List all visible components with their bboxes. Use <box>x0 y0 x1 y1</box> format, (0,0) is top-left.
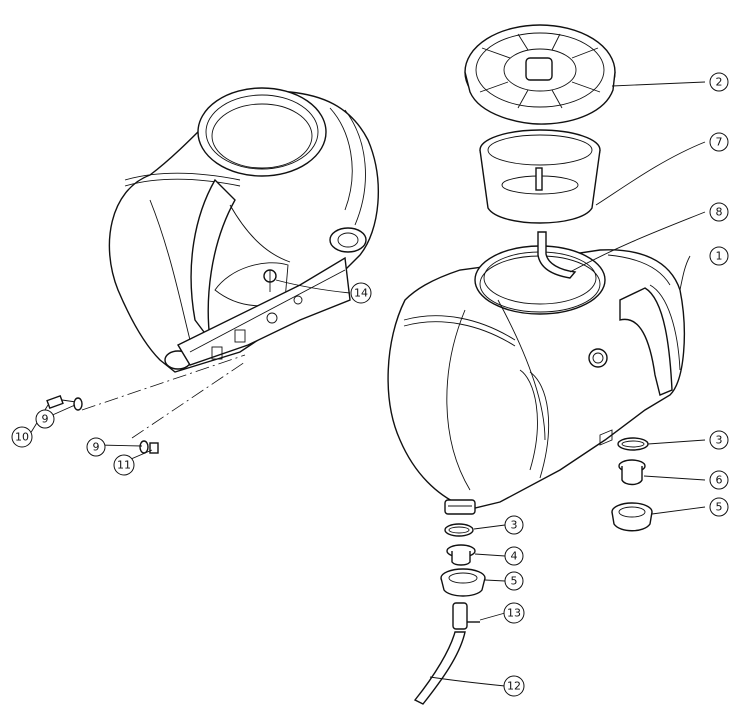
o-ring-bottom <box>444 523 474 537</box>
svg-text:5: 5 <box>511 575 518 588</box>
bolt-axis-lower <box>131 361 246 439</box>
callout-6: 6 <box>709 470 729 490</box>
callout-5-bottom: 5 <box>504 571 524 591</box>
svg-text:3: 3 <box>511 519 518 532</box>
leader-lines <box>29 81 706 687</box>
svg-text:14: 14 <box>354 287 368 300</box>
nut-bottom <box>440 568 486 597</box>
bolt-axis-upper <box>81 354 246 411</box>
o-ring-side <box>617 437 649 451</box>
callout-14: 14 <box>350 282 372 304</box>
svg-text:8: 8 <box>716 206 723 219</box>
callout-3-bottom: 3 <box>504 515 524 535</box>
svg-text:10: 10 <box>15 431 29 444</box>
callout-9-upper: 9 <box>35 409 55 429</box>
callout-2: 2 <box>709 72 729 92</box>
svg-text:1: 1 <box>716 250 723 263</box>
callout-13: 13 <box>503 602 525 624</box>
callout-12: 12 <box>503 675 525 697</box>
suction-tube <box>537 231 577 279</box>
callout-7: 7 <box>709 132 729 152</box>
callout-11: 11 <box>113 454 135 476</box>
svg-text:5: 5 <box>716 501 723 514</box>
svg-text:6: 6 <box>716 474 723 487</box>
svg-text:2: 2 <box>716 76 723 89</box>
tank-lid <box>464 24 616 125</box>
svg-text:9: 9 <box>93 441 100 454</box>
nut-side <box>611 502 653 532</box>
hose <box>413 631 466 705</box>
fitting-side <box>618 459 646 486</box>
svg-text:12: 12 <box>507 680 521 693</box>
callout-1: 1 <box>709 246 729 266</box>
callout-4: 4 <box>504 546 524 566</box>
callout-10: 10 <box>11 426 33 448</box>
svg-text:13: 13 <box>507 607 521 620</box>
svg-text:3: 3 <box>716 434 723 447</box>
fitting-bottom <box>446 544 476 566</box>
callout-8: 8 <box>709 202 729 222</box>
hose-connector <box>452 602 480 630</box>
strainer-basket <box>479 129 601 224</box>
callout-5-side: 5 <box>709 497 729 517</box>
bolt-and-washer-upper <box>46 394 83 411</box>
svg-text:7: 7 <box>716 136 723 149</box>
tank-front-view <box>387 245 686 515</box>
svg-text:11: 11 <box>117 459 131 472</box>
callout-9-lower: 9 <box>86 437 106 457</box>
tank-rear-view <box>108 87 379 373</box>
callout-3-side: 3 <box>709 430 729 450</box>
svg-text:4: 4 <box>511 550 518 563</box>
svg-text:9: 9 <box>42 413 49 426</box>
